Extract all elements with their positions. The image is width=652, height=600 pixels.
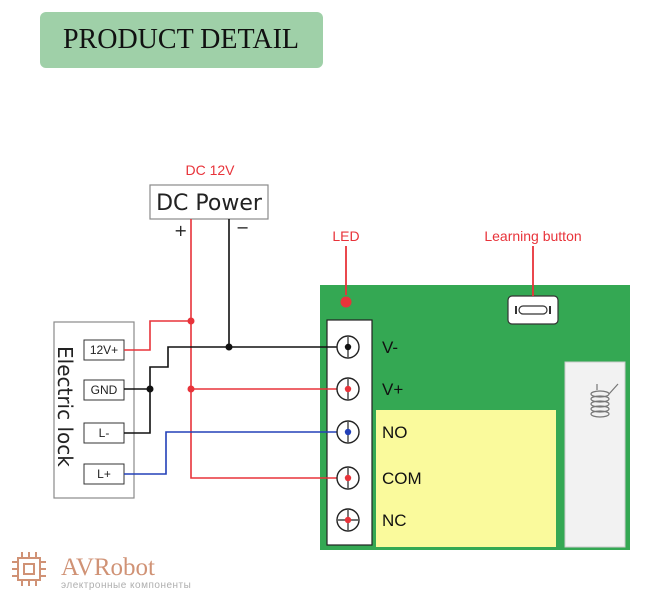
- learning-button-label: Learning button: [484, 228, 581, 244]
- power-title: DC Power: [156, 191, 263, 216]
- screw-nc-icon: [336, 508, 360, 532]
- screw-terminals: [336, 335, 360, 532]
- wires: [124, 219, 348, 479]
- pin-no: NO: [382, 423, 408, 442]
- dc-power-supply: DC 12V DC Power + −: [149, 162, 269, 240]
- wire-no: [124, 431, 348, 475]
- pin-v-plus: V+: [382, 380, 403, 399]
- screw-com-icon: [336, 466, 360, 490]
- minus-sign: −: [236, 218, 249, 237]
- terminal-l-minus: L-: [99, 426, 110, 440]
- terminal-12v: 12V+: [90, 343, 118, 357]
- wire-dc-plus: [190, 219, 348, 479]
- wire-gnd: [124, 346, 229, 390]
- pin-v-minus: V-: [382, 338, 398, 357]
- learning-button-icon[interactable]: [507, 295, 559, 325]
- logo-tagline: электронные компоненты: [61, 580, 191, 591]
- chip-icon: [12, 552, 46, 586]
- logo-name: AVRobot: [61, 554, 155, 581]
- led-indicator: [340, 296, 352, 308]
- terminal-gnd: GND: [91, 383, 118, 397]
- antenna-coil-icon: [590, 383, 619, 418]
- wire-12v-plus: [124, 320, 191, 351]
- electric-lock: Electric lock 12V+ GND L- L+: [53, 321, 135, 499]
- led-label: LED: [332, 228, 359, 244]
- pin-nc: NC: [382, 511, 407, 530]
- lock-title: Electric lock: [53, 346, 77, 467]
- banner-title: PRODUCT DETAIL: [63, 24, 299, 55]
- screw-v-minus-icon: [336, 335, 360, 359]
- pin-com: COM: [382, 469, 422, 488]
- screw-no-icon: [336, 420, 360, 444]
- avrobot-logo: AVRobot электронные компоненты: [12, 552, 191, 591]
- screw-v-plus-icon: [336, 377, 360, 401]
- relay-board: [320, 285, 630, 550]
- product-detail-banner: PRODUCT DETAIL: [40, 12, 323, 68]
- wire-l-minus: [124, 389, 151, 434]
- terminal-l-plus: L+: [97, 467, 111, 481]
- voltage-label: DC 12V: [185, 162, 235, 178]
- plus-sign: +: [174, 221, 187, 240]
